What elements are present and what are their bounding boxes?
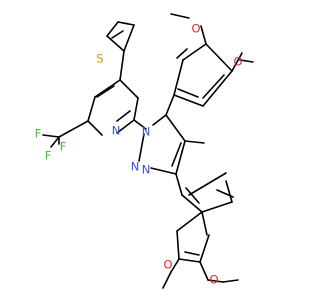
bond — [199, 234, 210, 263]
bond — [201, 211, 208, 236]
atom-label-f: F — [45, 149, 52, 163]
bond — [165, 114, 186, 142]
atom-labels: O O S F F F N N N N O O — [35, 22, 243, 287]
bond — [202, 70, 233, 107]
bond — [138, 133, 145, 162]
bond — [170, 13, 190, 19]
bond — [182, 43, 207, 61]
bond — [87, 96, 96, 122]
bond — [176, 230, 180, 260]
bond — [201, 201, 233, 213]
atom-label-n: N — [131, 160, 140, 174]
bond — [178, 258, 201, 263]
atom-label-o: O — [163, 258, 172, 272]
bond — [177, 88, 199, 98]
bond — [87, 120, 103, 136]
bond — [181, 194, 203, 213]
bond — [123, 24, 135, 52]
atom-label-o: O — [209, 273, 218, 287]
bond — [116, 119, 135, 134]
bond — [176, 211, 203, 232]
bond — [202, 74, 225, 99]
bond — [106, 35, 125, 52]
bond — [162, 271, 172, 289]
atom-label-s: S — [96, 52, 103, 66]
atom-label-n: N — [142, 163, 151, 177]
bond — [175, 173, 183, 196]
atom-label-f: F — [60, 140, 67, 154]
bond — [119, 79, 139, 99]
atom-label-n: N — [112, 124, 121, 138]
bonds — [42, 13, 254, 289]
bond — [94, 79, 121, 98]
atom-label-f: F — [35, 127, 42, 141]
bond — [170, 258, 180, 273]
bond — [207, 279, 224, 283]
bond — [200, 25, 207, 45]
bond — [184, 140, 205, 144]
bond — [175, 140, 186, 175]
bond — [106, 21, 119, 37]
bond — [176, 48, 188, 59]
bond — [216, 189, 234, 198]
bond — [222, 279, 239, 283]
bond — [231, 52, 243, 72]
bond — [188, 172, 227, 196]
bond — [150, 167, 177, 175]
bond — [239, 59, 254, 63]
bond — [133, 97, 139, 121]
bond — [119, 50, 125, 81]
bond — [50, 136, 60, 148]
bond — [117, 21, 135, 26]
bond — [205, 43, 233, 72]
bond — [133, 119, 147, 130]
bond — [96, 85, 115, 98]
bond — [171, 142, 182, 167]
bond — [42, 134, 60, 138]
bond — [185, 187, 200, 204]
bond — [199, 261, 209, 281]
atom-label-n: N — [142, 125, 151, 139]
chemical-structure: O O S F F F N N N N O O — [35, 13, 254, 289]
bond — [165, 94, 175, 116]
bond — [173, 94, 204, 107]
atom-label-o: O — [191, 22, 200, 36]
bond — [111, 30, 124, 39]
bond — [225, 180, 233, 203]
bond — [184, 251, 200, 256]
bond — [173, 59, 184, 96]
bond — [58, 120, 89, 138]
atom-label-o: O — [233, 55, 242, 69]
bond — [116, 110, 131, 122]
bond — [152, 114, 167, 126]
